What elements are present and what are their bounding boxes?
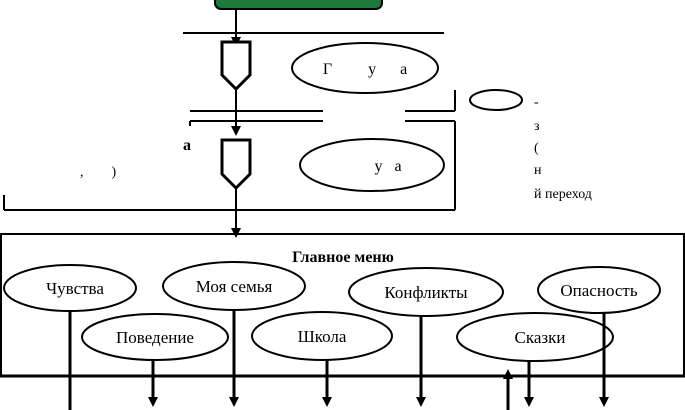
menu-item-school-label: Школа: [298, 327, 347, 346]
menu-item-feelings[interactable]: Чувства: [3, 264, 137, 312]
menu-item-danger-label: Опасность: [560, 281, 637, 300]
top-ellipse-2-label: у а: [342, 158, 401, 175]
right-note-line-5: й переход: [534, 187, 592, 202]
right-note-line-1: -: [534, 95, 539, 110]
menu-item-conflicts[interactable]: Конфликты: [348, 267, 504, 317]
legend-ellipse: [469, 89, 523, 111]
top-green-block: [214, 0, 383, 10]
left-fragment-label: а: [183, 137, 191, 154]
left-fragment-label-2: , ): [80, 165, 117, 180]
right-note-line-4: н: [534, 163, 542, 178]
top-ellipse-1[interactable]: [291, 42, 439, 94]
menu-item-school[interactable]: Школа: [251, 311, 393, 361]
menu-item-fairy-tales-label: Сказки: [515, 328, 566, 347]
offpage-connector-1: [220, 40, 252, 92]
menu-item-my-family[interactable]: Моя семья: [162, 261, 306, 311]
main-menu-title: Главное меню: [292, 249, 394, 266]
menu-item-conflicts-label: Конфликты: [384, 283, 468, 302]
double-line-gap: [323, 108, 405, 124]
offpage-connector-2: [220, 138, 252, 191]
menu-item-behavior[interactable]: Поведение: [81, 313, 229, 361]
right-note-line-3: (: [534, 141, 539, 156]
menu-item-fairy-tales[interactable]: Сказки: [456, 312, 614, 362]
top-ellipse-1-label: Г у а: [323, 61, 407, 78]
menu-item-my-family-label: Моя семья: [196, 277, 273, 296]
menu-item-danger[interactable]: Опасность: [537, 266, 661, 314]
menu-item-behavior-label: Поведение: [116, 328, 194, 347]
right-note-line-2: з: [534, 119, 540, 134]
top-ellipse-2[interactable]: [299, 138, 445, 192]
menu-item-feelings-label: Чувства: [46, 279, 104, 298]
